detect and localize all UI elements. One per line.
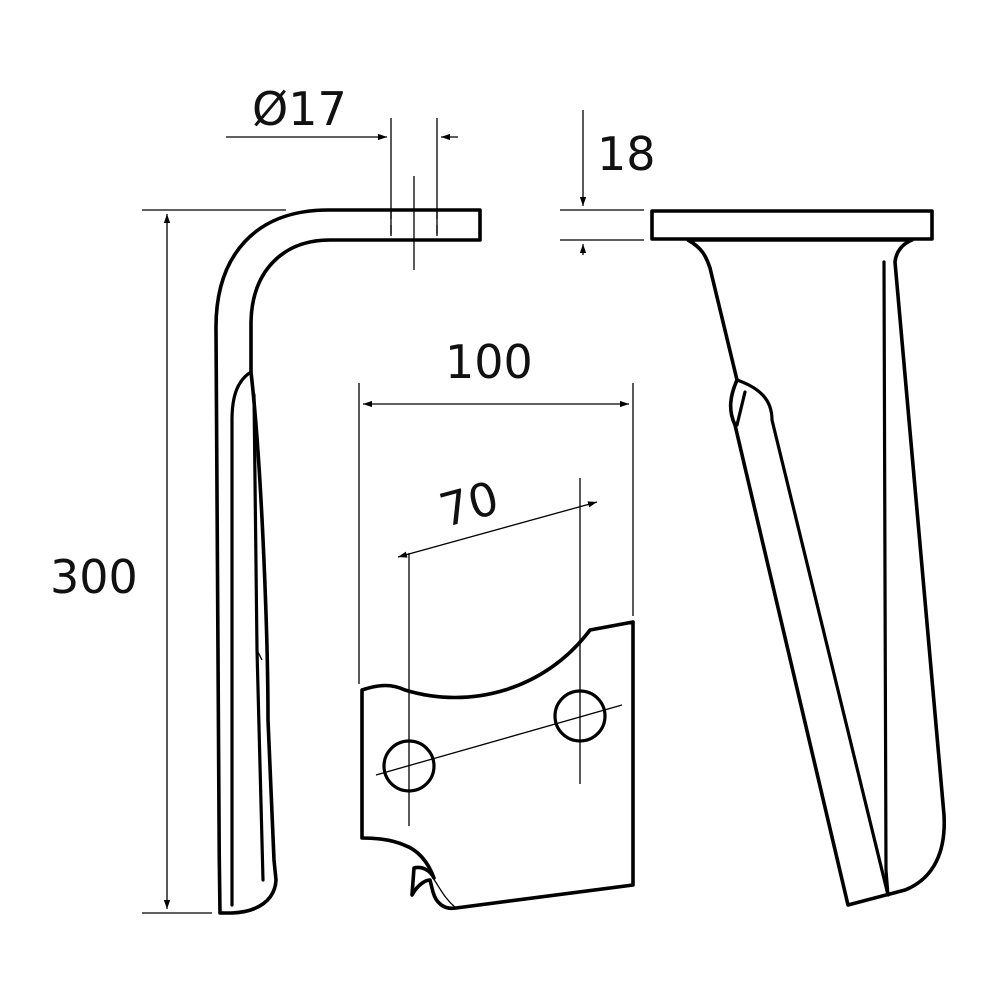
front-view xyxy=(650,209,947,907)
front-view-blade xyxy=(686,238,947,907)
height-dimension: 300 xyxy=(50,209,286,914)
side-view-outline xyxy=(214,208,482,915)
thickness-label: 18 xyxy=(597,127,656,181)
front-view-inner-edge xyxy=(882,260,890,897)
height-label: 300 xyxy=(50,550,138,604)
mounting-plate xyxy=(650,209,934,241)
diameter-dimension: Ø17 xyxy=(226,82,458,236)
width-dimension: 100 xyxy=(358,335,634,684)
side-view-bevel xyxy=(230,370,253,907)
front-view-bevel xyxy=(735,378,890,897)
hole-spacing-dimension: 70 xyxy=(397,471,598,558)
mounting-face-view xyxy=(360,478,635,911)
hole-spacing-label: 70 xyxy=(434,471,505,538)
width-label: 100 xyxy=(445,335,533,389)
diameter-label: Ø17 xyxy=(252,82,347,136)
mounting-face-outline xyxy=(360,620,635,911)
thickness-dimension: 18 xyxy=(560,110,656,255)
